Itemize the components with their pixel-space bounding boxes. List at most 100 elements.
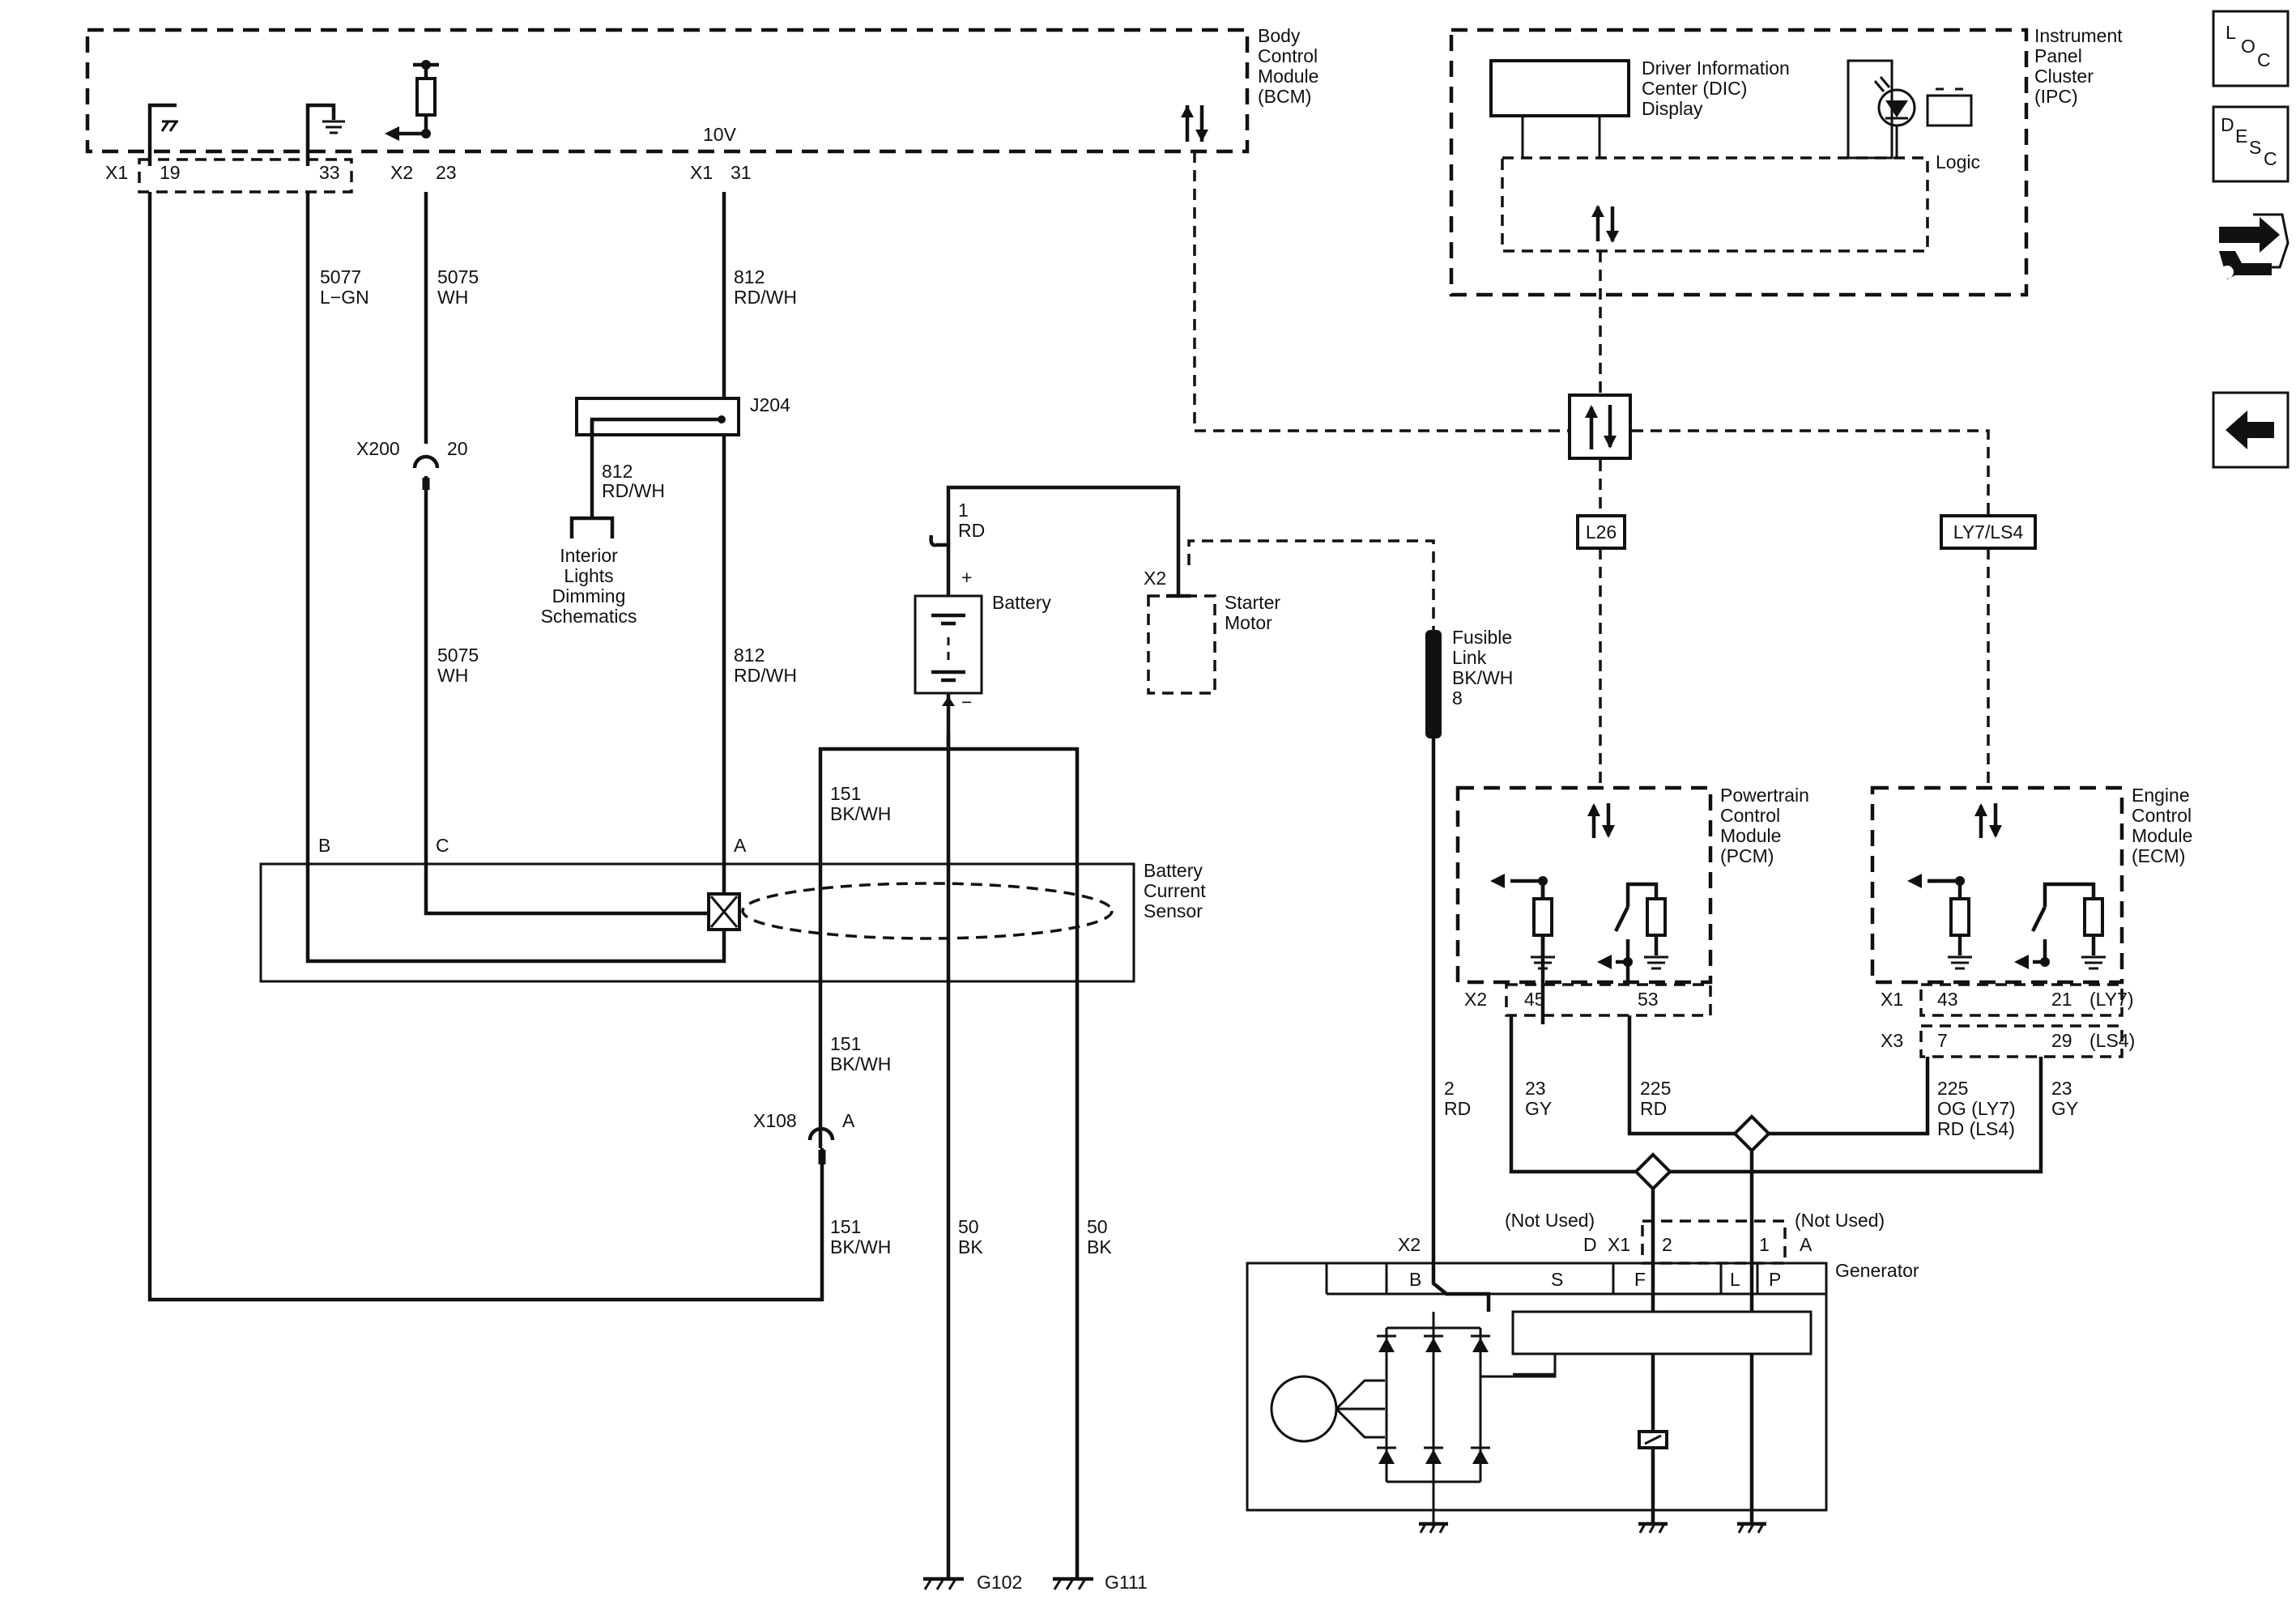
bcm-serial-data-icon [1181, 105, 1208, 142]
bcm-label-3: Module [1258, 66, 1318, 87]
wire-225-ecm [1769, 1057, 1930, 1136]
bcm-label-4: (BCM) [1258, 86, 1311, 107]
wire-23a-num: 23 [1525, 1078, 1546, 1099]
pcm-x2-connector [1505, 983, 1712, 1017]
battery-label: Battery [992, 592, 1051, 613]
bcs-label-3: Sensor [1144, 900, 1203, 921]
pcm-label-1: Powertrain [1720, 785, 1809, 806]
g102-label: G102 [977, 1572, 1022, 1593]
bcs-label-2: Current [1144, 880, 1206, 901]
wire-151-num-b: 151 [830, 1033, 861, 1054]
wire-23b-num: 23 [2051, 1078, 2072, 1099]
wire-812-color-c: RD/WH [602, 480, 665, 501]
ecm-bus-line [1632, 429, 1990, 516]
ecm-pin-29: 29 [2051, 1030, 2072, 1051]
ly7ls4-label: LY7/LS4 [1953, 521, 2024, 543]
starter-motor [1147, 594, 1216, 695]
wire-50-g111 [948, 747, 1080, 1579]
wire-812-color-a: RD/WH [734, 287, 797, 308]
gen-terminal-s: S [1551, 1269, 1563, 1290]
desc-letter-d: D [2221, 114, 2234, 135]
generator [1246, 1262, 1828, 1534]
dic-label-1: Driver Information [1642, 57, 1790, 79]
chassis-ground-icon [147, 103, 178, 166]
pcm-pin-53: 53 [1638, 989, 1659, 1010]
gen-pin-2: 2 [1662, 1234, 1672, 1255]
ipc-label-3: Cluster [2034, 66, 2094, 87]
ipc-label-4: (IPC) [2034, 86, 2078, 107]
loc-letter-c: C [2257, 49, 2271, 70]
wire-5075-lower [424, 476, 711, 916]
wire-812-num-a: 812 [734, 266, 765, 287]
pin-33-label: 33 [319, 162, 340, 183]
pin-19-label: 19 [160, 162, 181, 183]
wire-225b-color-1: OG (LY7) [1937, 1098, 2016, 1119]
bcm-module: Body Control Module (BCM) [85, 25, 1318, 154]
bcm-bus-line [1193, 151, 1570, 432]
ecm-pin-29-variant: (LS4) [2089, 1030, 2135, 1051]
gen-terminal-f: F [1634, 1269, 1646, 1290]
x200-connector-icon [412, 454, 440, 490]
gen-x1-label: X1 [1608, 1234, 1630, 1255]
desc-letter-s: S [2249, 137, 2261, 158]
wire-225b-color-2: RD (LS4) [1937, 1118, 2015, 1139]
wire-19-loop [147, 192, 824, 1302]
location-button[interactable]: L O C [2212, 10, 2290, 87]
dic-display [1489, 59, 1630, 117]
starter-label-1: Starter [1225, 592, 1280, 613]
gen-terminal-b: B [1409, 1269, 1421, 1290]
wire-23-gy-pcm [1509, 1015, 1636, 1174]
x108-label: X108 [753, 1110, 797, 1131]
ecm-pin-21-variant: (LY7) [2089, 989, 2134, 1010]
ipc-module [1449, 28, 2029, 297]
fusible-label-4: 8 [1452, 687, 1463, 709]
interior-label-2: Lights [564, 565, 613, 586]
ecm-pin-21: 21 [2051, 989, 2072, 1010]
j204-label: J204 [750, 394, 790, 415]
ly7ls4-option-tag [1940, 514, 2037, 550]
back-arrow-button[interactable] [2212, 391, 2290, 469]
connector-repair-icon[interactable] [2219, 213, 2290, 279]
not-used-2: (Not Used) [1795, 1210, 1885, 1231]
description-button[interactable]: D E S C [2212, 105, 2290, 183]
wire-1-color: RD [958, 520, 985, 541]
ecm-x3-label: X3 [1881, 1030, 1903, 1051]
wire-5077 [305, 192, 726, 964]
fusible-label-1: Fusible [1452, 627, 1512, 648]
gen-x2-label: X2 [1398, 1234, 1421, 1255]
bcs-label-1: Battery [1144, 860, 1203, 881]
splice-225-icon [1732, 1114, 1771, 1153]
wire-50-num-b: 50 [1087, 1216, 1108, 1237]
bcm-x1-connector [138, 158, 353, 194]
generator-label: Generator [1835, 1260, 1919, 1281]
wire-23a-color: GY [1525, 1098, 1552, 1119]
pcm-label-3: Module [1720, 825, 1781, 846]
wire-151-color-a: BK/WH [830, 803, 891, 824]
ecm-label-3: Module [2132, 825, 2192, 846]
battery-plus-label: + [961, 567, 972, 588]
wire-151-num-c: 151 [830, 1216, 861, 1237]
x200-pin-label: 20 [447, 438, 468, 459]
starter-label-2: Motor [1225, 612, 1272, 633]
bcs-pin-c: C [436, 835, 449, 856]
bcm-x1-label: X1 [690, 162, 713, 183]
pin-23-label: 23 [436, 162, 457, 183]
interior-label-4: Schematics [541, 606, 637, 627]
x1-left-label: X1 [105, 162, 128, 183]
x108-connector-icon [807, 1126, 835, 1164]
pcm-label-4: (PCM) [1720, 845, 1774, 866]
desc-letter-e: E [2235, 126, 2247, 147]
gen-terminal-l: L [1730, 1269, 1740, 1290]
bcs-pin-a: A [734, 835, 747, 856]
dic-label-3: Display [1642, 98, 1703, 119]
wire-5077-color: L−GN [320, 287, 369, 308]
wire-50-color-a: BK [958, 1236, 983, 1257]
desc-letter-c: C [2264, 148, 2277, 169]
splice-23-icon [1634, 1152, 1672, 1191]
loc-letter-l: L [2226, 22, 2236, 43]
bcm-x2-label: X2 [390, 162, 413, 183]
wire-5075-num-b: 5075 [437, 645, 479, 666]
ground-g102-icon [923, 1577, 964, 1590]
wire-23b-color: GY [2051, 1098, 2078, 1119]
